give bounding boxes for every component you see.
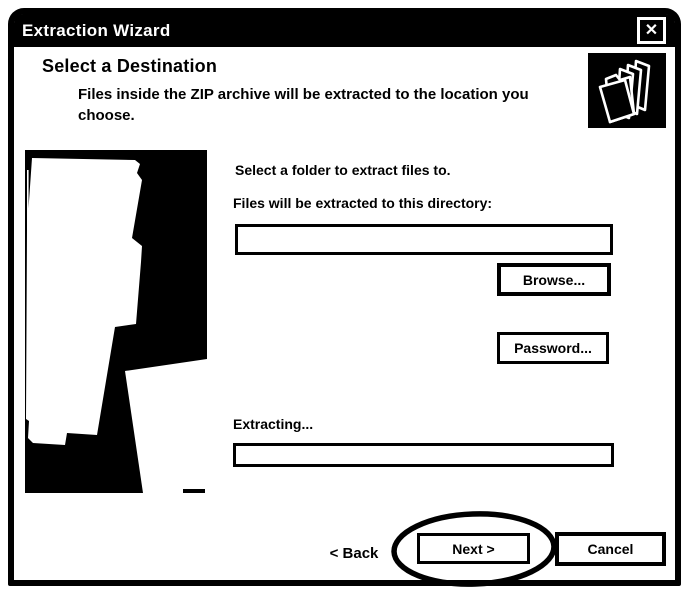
directory-input[interactable] (235, 224, 613, 255)
close-icon: ✕ (644, 21, 659, 39)
window-title: Extraction Wizard (22, 20, 171, 40)
titlebar[interactable]: Extraction Wizard ✕ (14, 14, 675, 47)
close-button[interactable]: ✕ (637, 17, 666, 44)
page-title: Select a Destination (42, 56, 218, 76)
folder-stack-icon (588, 53, 666, 128)
directory-label: Files will be extracted to this director… (233, 195, 493, 211)
wizard-side-image (25, 150, 207, 493)
extraction-wizard-dialog: Extraction Wizard ✕ Select a Destination… (8, 8, 681, 587)
browse-button[interactable]: Browse... (497, 263, 611, 296)
extracting-label: Extracting... (233, 416, 314, 432)
next-button[interactable]: Next > (417, 533, 530, 564)
cancel-button[interactable]: Cancel (555, 532, 666, 566)
back-button[interactable]: < Back (319, 541, 389, 565)
page-subtitle: Files inside the ZIP archive will be ext… (78, 86, 529, 124)
progress-bar (233, 443, 614, 467)
password-button[interactable]: Password... (497, 332, 609, 364)
instruction-text: Select a folder to extract files to. (235, 162, 451, 178)
